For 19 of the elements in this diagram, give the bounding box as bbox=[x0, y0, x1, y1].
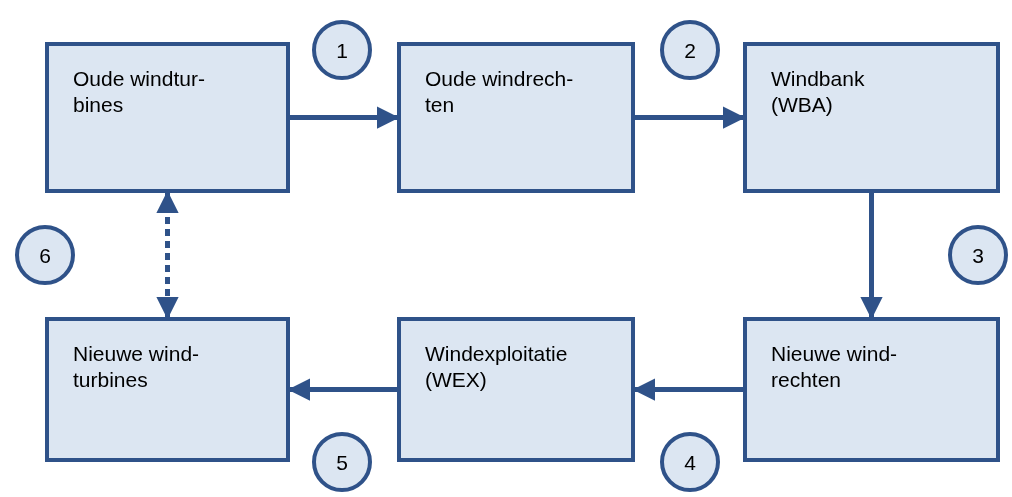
arrow bbox=[860, 193, 883, 320]
step-number: 3 bbox=[972, 244, 984, 266]
process-box bbox=[45, 317, 290, 462]
step-number: 6 bbox=[39, 244, 51, 266]
box-label: Windexploitatie (WEX) bbox=[425, 341, 569, 393]
step-number: 5 bbox=[336, 451, 348, 473]
process-box bbox=[397, 42, 635, 193]
process-box bbox=[743, 317, 1000, 462]
step-number: 2 bbox=[684, 39, 696, 61]
box-label: Nieuwe wind- turbines bbox=[73, 341, 201, 393]
box-label: Nieuwe wind- rechten bbox=[771, 341, 899, 393]
box-label: Windbank (WBA) bbox=[771, 66, 866, 118]
process-box bbox=[743, 42, 1000, 193]
process-box bbox=[45, 42, 290, 193]
box-label: Oude windtur- bines bbox=[73, 66, 206, 118]
step-number: 1 bbox=[336, 39, 348, 61]
process-box bbox=[397, 317, 635, 462]
box-label: Oude windrech- ten bbox=[425, 66, 575, 118]
step-number: 4 bbox=[684, 451, 696, 473]
